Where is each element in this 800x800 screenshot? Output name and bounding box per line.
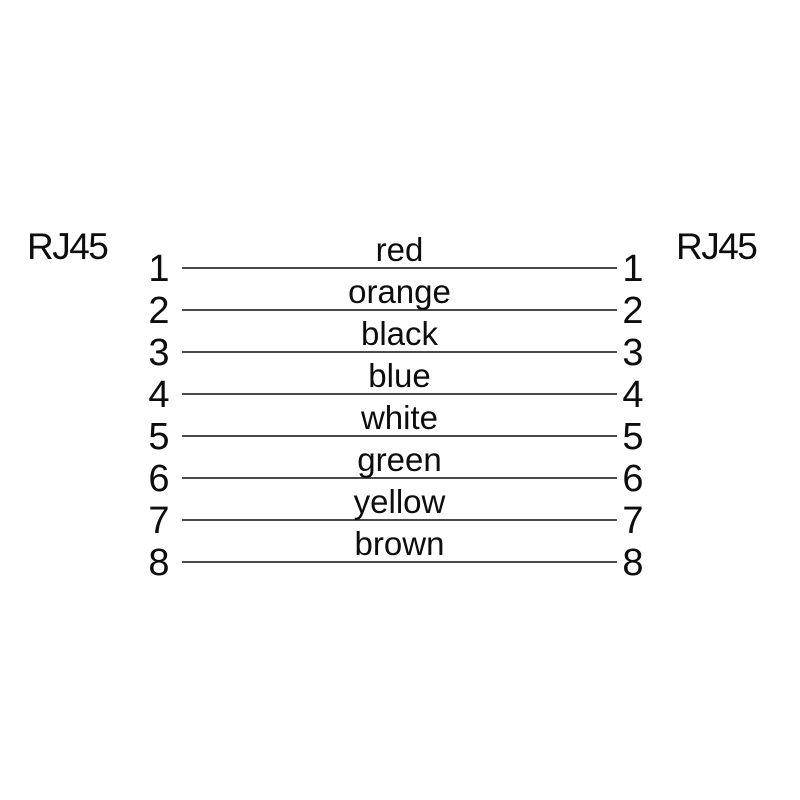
wire-line: black <box>182 317 617 353</box>
wire-row: 8 brown 8 <box>0 521 800 582</box>
pin-number-left: 4 <box>148 374 170 416</box>
wire-color-label: brown <box>354 525 445 562</box>
pin-number-right: 3 <box>622 332 644 374</box>
wire-color-label: red <box>375 231 424 268</box>
connector-label-right: RJ45 <box>676 226 758 267</box>
pin-number-right: 6 <box>622 458 644 500</box>
wire-line: orange <box>182 275 617 311</box>
wire-line: yellow <box>182 485 617 521</box>
wire-row: 6 green 6 <box>0 437 800 498</box>
wire-color-label: orange <box>348 273 451 310</box>
pin-number-right: 4 <box>622 374 644 416</box>
pin-number-right: 2 <box>622 290 644 332</box>
wire-row: 2 orange 2 <box>0 269 800 330</box>
wire-row: 1 red 1 <box>0 227 800 288</box>
wire-color-label: yellow <box>353 483 446 520</box>
pin-number-right: 8 <box>622 542 644 584</box>
pin-number-left: 8 <box>148 542 170 584</box>
wire-line: white <box>182 401 617 437</box>
pin-number-left: 2 <box>148 290 170 332</box>
wire-row: 5 white 5 <box>0 395 800 456</box>
wire-line: blue <box>182 359 617 395</box>
wire-color-label: green <box>357 441 442 478</box>
pin-number-left: 5 <box>148 416 170 458</box>
wire-color-label: black <box>360 315 439 352</box>
pin-number-left: 6 <box>148 458 170 500</box>
pin-number-left: 7 <box>148 500 170 542</box>
wire-line: green <box>182 443 617 479</box>
wire-row: 4 blue 4 <box>0 353 800 414</box>
wire-color-label: white <box>360 399 439 436</box>
wire-line: red <box>182 233 617 269</box>
wire-color-label: blue <box>368 357 431 394</box>
wire-row: 7 yellow 7 <box>0 479 800 540</box>
pin-number-right: 5 <box>622 416 644 458</box>
pin-number-right: 1 <box>622 248 644 290</box>
connector-label-left: RJ45 <box>27 226 109 267</box>
wire-rows: 1 red 1 2 orange 2 3 black 3 4 blue 4 <box>0 227 800 582</box>
wire-row: 3 black 3 <box>0 311 800 372</box>
wire-line: brown <box>182 527 617 563</box>
pin-number-left: 1 <box>148 248 170 290</box>
pin-number-left: 3 <box>148 332 170 374</box>
pin-number-right: 7 <box>622 500 644 542</box>
